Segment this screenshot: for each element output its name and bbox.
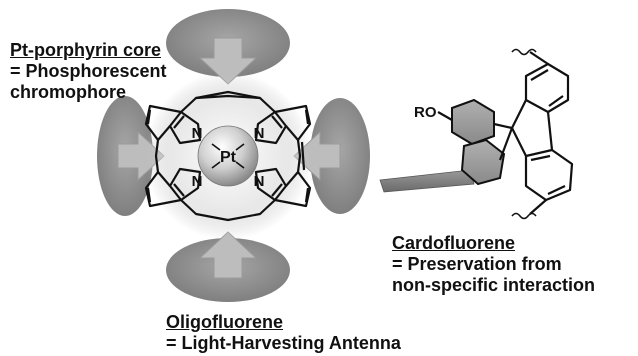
fluorene-ring-lower [524, 148, 574, 202]
nitrogen-label-top-right: N [254, 125, 265, 142]
pyrrole-top-right [254, 110, 288, 145]
nitrogen-label-top-left: N [192, 125, 203, 142]
cardofluorene-structure: RO [414, 48, 574, 220]
pyrrole-bottom-right [254, 167, 288, 202]
arrow-down-icon [198, 37, 258, 85]
pt-porphyrin-core-label: Pt-porphyrin core = Phosphorescent chrom… [10, 40, 167, 103]
pt-porphyrin-core-role-line2: chromophore [10, 82, 127, 102]
meso-bridge-bottom [180, 199, 276, 222]
energy-transfer-arrows [117, 37, 341, 279]
meso-bridge-left [154, 125, 171, 187]
nitrogen-label-bottom-right: N [254, 173, 265, 190]
pyrrole-top-left [168, 110, 202, 145]
platinum-label: Pt [220, 149, 237, 166]
pt-porphyrin-core-role-line1: = Phosphorescent [10, 61, 167, 81]
arrow-up-icon [198, 231, 258, 279]
cardo-phenyl-ring-upper [451, 98, 495, 146]
chain-end-top-icon [511, 48, 537, 56]
oligofluorene-role: = Light-Harvesting Antenna [166, 333, 401, 353]
pt-porphyrin-core-title: Pt-porphyrin core [10, 40, 162, 60]
alkoxy-label: RO [414, 104, 437, 121]
oligofluorene-title: Oligofluorene [166, 312, 283, 332]
oligofluorene-label: Oligofluorene = Light-Harvesting Antenna [166, 312, 401, 354]
cardofluorene-role-line2: non-specific interaction [392, 275, 596, 295]
pyrrole-bottom-left [168, 167, 202, 202]
cardofluorene-label: Cardofluorene = Preservation from non-sp… [392, 233, 595, 296]
nitrogen-label-bottom-left: N [192, 173, 203, 190]
cardofluorene-role-line1: = Preservation from [392, 254, 562, 274]
platinum-sphere [197, 125, 259, 187]
coordination-bonds [211, 143, 245, 169]
cardofluorene-title: Cardofluorene [392, 233, 516, 253]
chain-end-bottom-icon [511, 212, 537, 220]
meso-bridge-top [180, 90, 276, 113]
porphyrin-structure [144, 90, 312, 222]
cardofluorene-linker-rod [379, 169, 475, 193]
cardo-phenyl-ring-lower [460, 138, 506, 186]
meso-bridge-right [285, 125, 302, 187]
